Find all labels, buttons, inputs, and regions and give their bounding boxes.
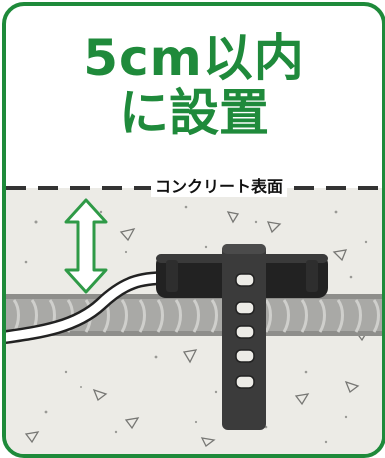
double-headed-vertical-arrow-icon xyxy=(64,198,108,294)
concrete-aggregate xyxy=(24,205,368,444)
headline: 5cm以内 に設置 xyxy=(6,32,382,139)
cable-icon xyxy=(6,273,171,342)
concrete-surface-label: コンクリート表面 xyxy=(151,177,288,197)
headline-line-1: 5cm以内 xyxy=(83,29,305,87)
headline-line-2: に設置 xyxy=(119,83,269,142)
rebar xyxy=(6,294,382,336)
mounting-strap-icon xyxy=(222,244,266,430)
installation-diagram xyxy=(6,186,382,454)
